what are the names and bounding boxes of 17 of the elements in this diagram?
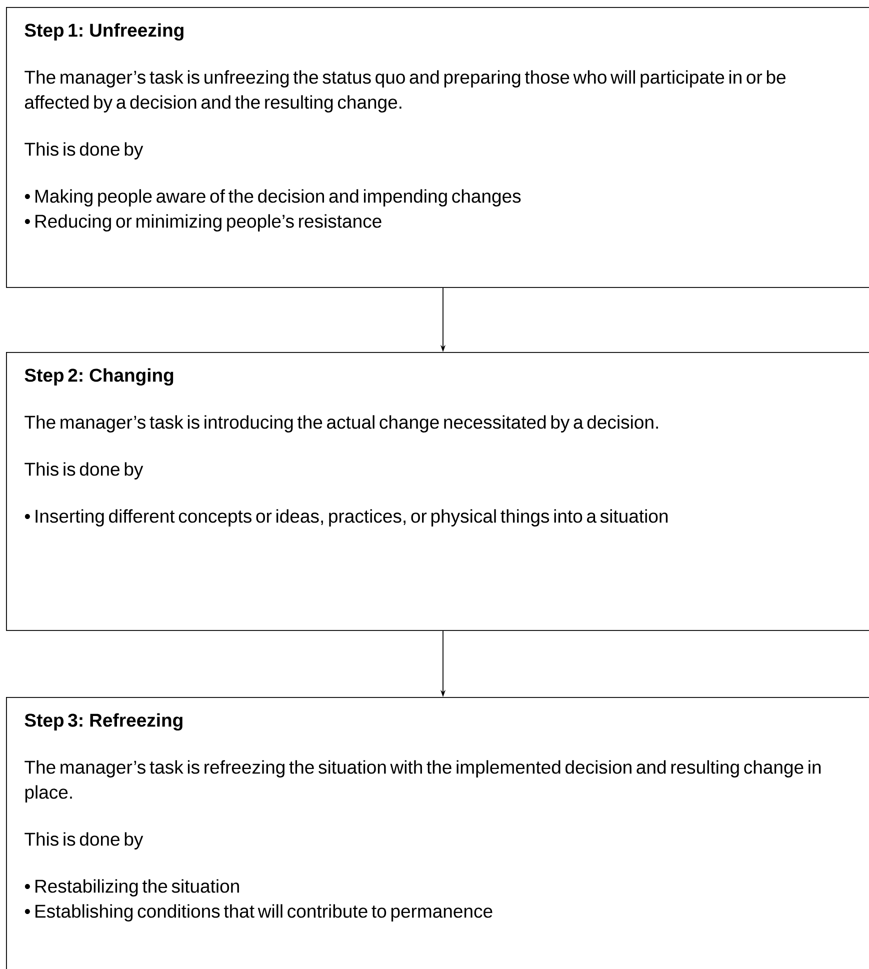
description-text: The manager’s task is unfreezing the status quo and preparing those who will participate in or be affected by a decision and the resulting change. [24, 70, 786, 112]
bullet-item: • Establishing conditions that will contribute to permanence [24, 904, 492, 922]
bullet-item: • Reducing or minimizing people’s resistance [24, 214, 382, 232]
intro-text: This is done by [24, 462, 144, 480]
step-heading: Step 2: Changing [24, 368, 174, 386]
bullet-item: • Making people aware of the decision and impending changes [24, 189, 521, 206]
step-box [6, 697, 869, 969]
intro-text: This is done by [24, 832, 144, 850]
description-text: The manager’s task is introducing the actual change necessitated by a decision. [24, 415, 658, 432]
bullet-item: • Inserting different concepts or ideas, practices, or physical things into a situation [24, 509, 668, 526]
step-box [6, 352, 869, 631]
intro-text: This is done by [24, 142, 144, 160]
step-heading: Step 3: Refreezing [24, 713, 182, 731]
bullet-item: • Restabilizing the situation [24, 879, 239, 896]
step-box [6, 7, 869, 288]
description-text: The manager’s task is refreezing the situation with the implemented decision and resulting change in place. [24, 760, 821, 802]
step-heading: Step 1: Unfreezing [24, 23, 184, 41]
